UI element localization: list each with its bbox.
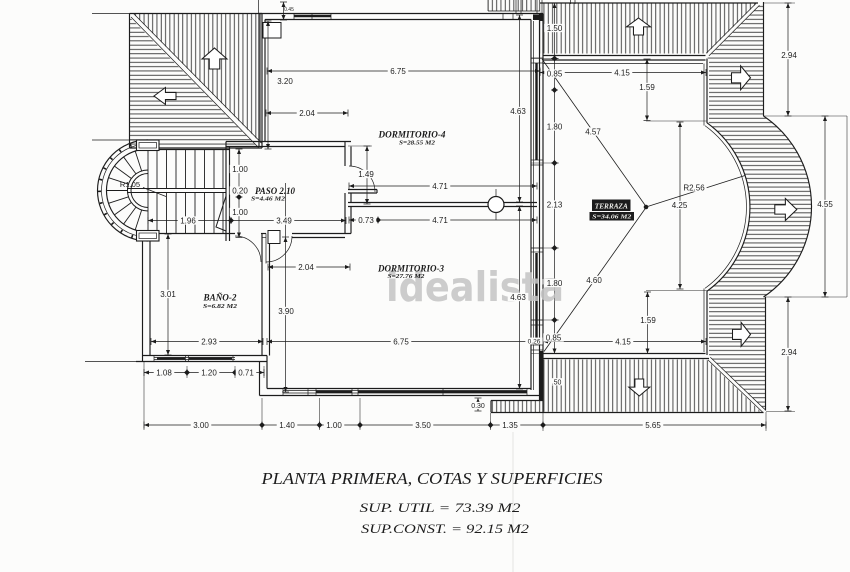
dim-label: 4.55 [817,200,833,209]
dim-label: 1.59 [640,316,656,325]
dim-label: 6.75 [390,67,406,76]
room-label: PASO 2.10 [255,186,295,197]
wall-lines-layer [85,0,813,572]
dim-label: 6.75 [393,337,409,346]
terraza-label: TERRAZA [595,201,628,210]
dim-label: 4.60 [586,276,602,285]
dim-label: 0.20 [232,186,248,195]
dim-label: R2.56 [683,183,705,192]
dim-label: 4.71 [432,182,448,191]
dim-label: 3.01 [160,290,176,299]
dim-label: 1.80 [547,122,563,131]
dim-label: 3.50 [415,421,431,430]
dim-label: 2.94 [781,348,797,357]
dim-label: 4.63 [510,293,526,302]
roof-hatch-layer [129,0,812,413]
dim-label: 4.57 [585,127,601,136]
dim-label: 1.00 [232,208,248,217]
dim-label: 0.85 [547,69,563,78]
watermark-layer: idealista [386,263,564,311]
dim-label: 2.94 [781,51,797,60]
dim-label: 5.65 [645,421,661,430]
dim-label: 1.08 [156,368,172,377]
dim-label: 4.25 [672,201,688,210]
dim-label: 0.26 [528,338,541,345]
dim-label: 3.49 [276,216,292,225]
dim-label: 1.00 [326,421,342,430]
dim-label: 1.40 [279,421,295,430]
dim-label: 2.93 [201,337,217,346]
room-label: DORMITORIO-3 [377,264,444,275]
scan-blur-group: idealista 6.75 3.20 2.04 4.63 1.50 0.85 1.80 2.… [85,0,848,572]
dim-label: 1.50 [547,24,563,33]
stair-radius-label: R1.05 [120,180,140,189]
dim-label: 1.49 [358,170,374,179]
title-line-3: SUP.CONST. = 92.15 M2 [361,521,530,536]
dim-label: 2.04 [298,263,314,272]
dim-label: 0.45 [284,7,294,13]
dim-label: 3.00 [193,421,209,430]
dim-label: 2.13 [547,200,563,209]
title-line-1: PLANTA PRIMERA, COTAS Y SUPERFICIES [260,469,602,488]
labels-layer: 6.75 3.20 2.04 4.63 1.50 0.85 1.80 2.13 1.80 0.85… [120,7,836,536]
dim-label: 2.04 [299,109,315,118]
room-area-label: S=6.82 M2 [203,303,238,310]
dim-label: 4.71 [432,216,448,225]
dim-label: .50 [552,379,562,386]
room-area-label: S=27.76 M2 [388,273,426,280]
room-label: BAÑO-2 [203,292,237,304]
dim-label: 1.80 [547,279,563,288]
dim-label: 1.00 [232,165,248,174]
dim-label: 4.63 [510,107,526,116]
dim-label: 0.85 [546,333,562,342]
dim-label: 3.90 [278,307,294,316]
dim-label: 3.20 [277,77,293,86]
room-area-label: S=4.46 M2 [251,196,286,203]
dim-label: 0.71 [238,368,254,377]
terraza-label: S=34.06 M2 [592,215,631,221]
dim-label: 0.30 [471,403,485,410]
dim-label: 1.35 [502,421,518,430]
dim-label: 0.73 [358,216,374,225]
room-label: DORMITORIO-4 [378,130,446,141]
room-area-label: S=28.55 M2 [399,140,436,147]
dim-label: 1.20 [201,368,217,377]
title-line-2: SUP. UTIL = 73.39 M2 [360,500,522,515]
dim-label: 4.15 [614,68,630,77]
svg-text:idealista: idealista [386,263,564,311]
dim-label: 4.15 [615,337,631,346]
staircase-layer [97,139,230,242]
dim-label: 1.59 [639,83,655,92]
dim-label: 1.96 [180,216,196,225]
